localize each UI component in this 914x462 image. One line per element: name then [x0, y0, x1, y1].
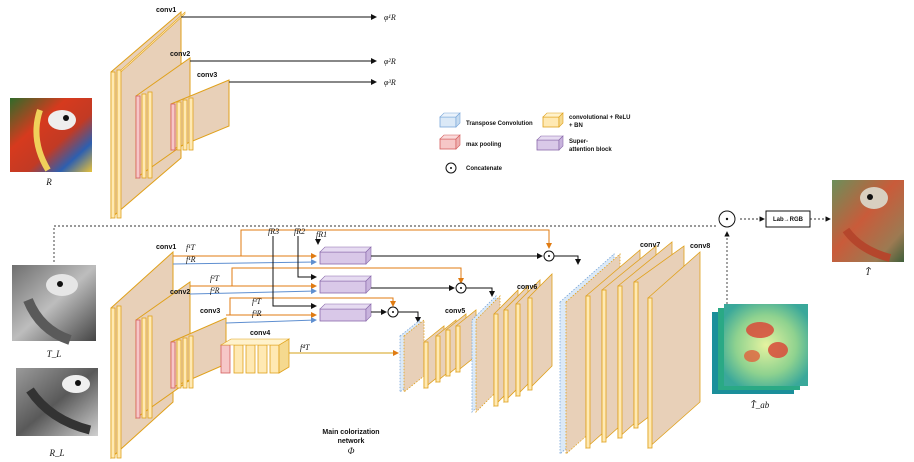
target-grayscale-image: T_L — [12, 265, 96, 359]
conv2-label: conv2 — [170, 289, 190, 296]
conv3-label: conv3 — [200, 308, 220, 315]
lab-to-rgb-label: Lab→RGB — [773, 217, 804, 223]
reference-gray-label: R_L — [48, 448, 64, 458]
fT4-label: f⁴T — [300, 343, 310, 352]
network-caption-line1: Main colorization — [322, 429, 379, 436]
conv1-label: conv1 — [156, 244, 176, 251]
conv5-label: conv5 — [445, 308, 465, 315]
top-conv2-label: conv2 — [170, 51, 190, 58]
bottom-encoder — [111, 252, 289, 458]
fT3-label: f³T — [252, 297, 262, 306]
conv8-label: conv8 — [690, 243, 710, 250]
reference-image: R — [10, 98, 92, 187]
attention-block-3 — [320, 304, 371, 321]
attention-block-1 — [320, 247, 371, 264]
fR1-label: f¹R — [186, 255, 196, 264]
fR2-top-label: fR2 — [294, 227, 305, 236]
ab-channels-image: T̂_ab — [712, 304, 808, 410]
top-conv1-label: conv1 — [156, 7, 176, 14]
conv6-label: conv6 — [517, 284, 537, 291]
network-symbol: Φ — [348, 446, 355, 456]
target-label: T_L — [47, 349, 62, 359]
phi3-output: φ³R — [384, 78, 396, 87]
legend-conv-line1: convolutional + ReLU — [569, 115, 631, 121]
network-caption-line2: network — [338, 438, 365, 445]
fR3-top-label: fR3 — [268, 227, 279, 236]
legend-conv-line2: + BN — [569, 123, 583, 129]
decoder-conv6 — [472, 274, 552, 412]
fR3-label: f³R — [252, 309, 262, 318]
legend-transpose: Transpose Convolution — [466, 121, 533, 127]
top-conv3-label: conv3 — [197, 72, 217, 79]
top-encoder — [111, 12, 229, 218]
attention-block-2 — [320, 276, 371, 293]
decoder-conv5 — [400, 310, 476, 392]
phi1-output: φ¹R — [384, 13, 396, 22]
phi2-output: φ²R — [384, 57, 396, 66]
result-label: T̂ — [865, 267, 871, 277]
conv7-label: conv7 — [640, 242, 660, 249]
fT2-label: f²T — [210, 274, 220, 283]
legend: Transpose Convolution convolutional + Re… — [440, 113, 631, 173]
result-image: T̂ — [832, 180, 904, 277]
fT1-label: f¹T — [186, 243, 196, 252]
legend-attention-line2: attention block — [569, 147, 612, 153]
reference-label: R — [45, 177, 52, 187]
fR2-label: f²R — [210, 286, 220, 295]
legend-attention-line1: Super- — [569, 139, 588, 145]
reference-grayscale-image: R_L — [16, 368, 98, 458]
ab-label: T̂_ab — [751, 400, 770, 410]
fR1-top-label: fR1 — [316, 230, 327, 239]
legend-maxpool: max pooling — [466, 142, 502, 148]
conv4-label: conv4 — [250, 330, 270, 337]
legend-concat: Concatenate — [466, 166, 503, 172]
